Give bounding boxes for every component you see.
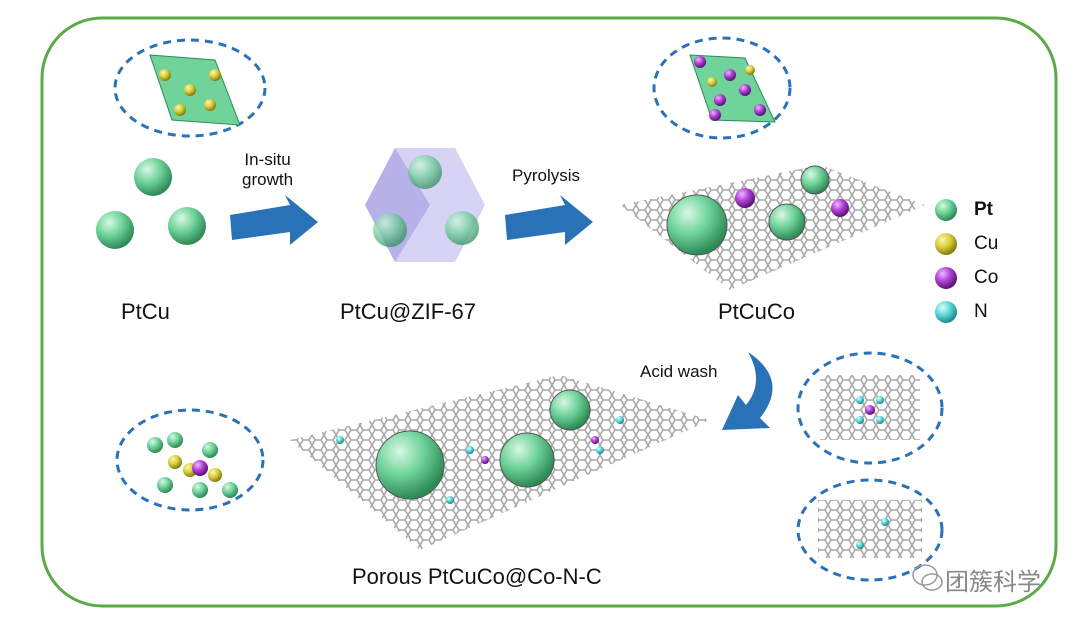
step-pyrolysis: Pyrolysis — [512, 166, 581, 185]
legend-pt: Pt — [974, 199, 993, 220]
legend-n: N — [974, 301, 988, 322]
legend-cu: Cu — [974, 233, 999, 254]
label-ptcu-zif67: PtCu@ZIF-67 — [340, 299, 477, 324]
label-porous-ptcuco: Porous PtCuCo@Co-N-C — [352, 564, 602, 589]
ptcuco-graphene-sheet — [620, 165, 925, 290]
wechat-icon — [912, 564, 943, 591]
zif-67-crystal — [365, 148, 485, 262]
watermark: 团簇科学 — [945, 569, 1041, 596]
cluster-inset — [147, 432, 238, 498]
step-in-situ-line2: growth — [242, 170, 294, 189]
label-ptcuco: PtCuCo — [718, 299, 796, 324]
step-in-situ-line1: In-situ — [244, 150, 291, 169]
dashed-insets — [113, 36, 944, 582]
arrows — [230, 195, 773, 430]
ptcu-surface-inset — [149, 54, 241, 126]
porous-graphene-sheet — [290, 375, 710, 550]
outer-border — [40, 16, 1058, 608]
ptcu-particles — [96, 158, 206, 249]
step-acid-wash: Acid wash — [640, 362, 718, 381]
con-structure-insets — [818, 375, 922, 558]
label-ptcu: PtCu — [121, 299, 170, 324]
legend-markers — [935, 199, 957, 323]
ptcuco-surface-inset — [689, 54, 776, 123]
legend-co: Co — [974, 267, 999, 288]
